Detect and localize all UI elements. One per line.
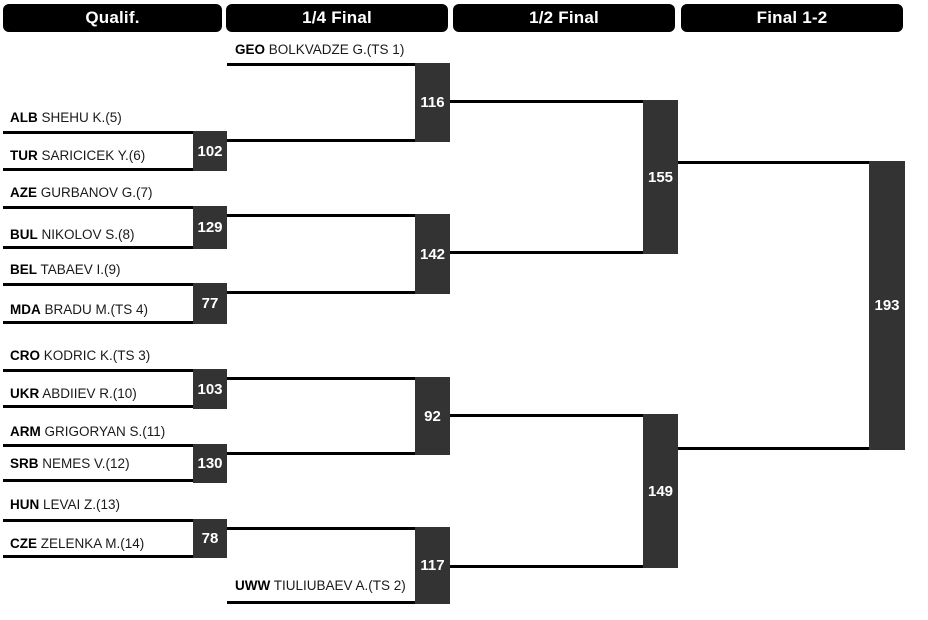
- player-country: SRB: [10, 456, 39, 471]
- match-line-top: [3, 283, 193, 286]
- match-line-bottom: [3, 246, 193, 249]
- match-line-bottom: [678, 447, 869, 450]
- score-box[interactable]: 116: [415, 63, 450, 142]
- player-entry[interactable]: SRB NEMES V.(12): [10, 456, 130, 472]
- match-line-top: [227, 63, 415, 66]
- round-header-semi-label: 1/2 Final: [529, 8, 599, 27]
- player-entry[interactable]: BEL TABAEV I.(9): [10, 262, 121, 278]
- player-entry[interactable]: AZE GURBANOV G.(7): [10, 185, 153, 201]
- round-header-semi[interactable]: 1/2 Final: [453, 4, 675, 32]
- player-entry[interactable]: ARM GRIGORYAN S.(11): [10, 424, 165, 440]
- player-name: TABAEV I.(9): [40, 262, 121, 277]
- match-line-bottom: [3, 168, 193, 171]
- match-line-bottom: [227, 601, 415, 604]
- player-name: KODRIC K.(TS 3): [43, 348, 151, 363]
- score-box[interactable]: 92: [415, 377, 450, 455]
- match-line-top: [3, 519, 193, 522]
- player-name: GRIGORYAN S.(11): [44, 424, 166, 439]
- match-line-top: [3, 444, 193, 447]
- match-line-top: [227, 377, 415, 380]
- match-line-top: [450, 414, 643, 417]
- player-entry[interactable]: ALB SHEHU K.(5): [10, 110, 122, 126]
- score-box[interactable]: 142: [415, 214, 450, 294]
- round-header-qualif[interactable]: Qualif.: [3, 4, 222, 32]
- match-line-bottom: [227, 452, 415, 455]
- match-line-bottom: [3, 555, 193, 558]
- score-box[interactable]: 155: [643, 100, 678, 254]
- round-header-qualif-label: Qualif.: [85, 8, 140, 27]
- match-line-top: [227, 214, 415, 217]
- player-country: BEL: [10, 262, 37, 277]
- match-line-bottom: [450, 251, 643, 254]
- player-country: AZE: [10, 185, 37, 200]
- player-name: SARICICEK Y.(6): [41, 148, 146, 163]
- player-country: UKR: [10, 386, 40, 401]
- player-entry[interactable]: UWW TIULIUBAEV A.(TS 2): [235, 578, 406, 594]
- player-country: CZE: [10, 536, 37, 551]
- match-line-top: [3, 369, 193, 372]
- player-name: SHEHU K.(5): [41, 110, 122, 125]
- player-country: GEO: [235, 42, 266, 57]
- player-entry[interactable]: TUR SARICICEK Y.(6): [10, 148, 145, 164]
- match-line-bottom: [3, 405, 193, 408]
- score-box[interactable]: 129: [193, 206, 227, 249]
- player-name: TIULIUBAEV A.(TS 2): [273, 578, 406, 593]
- score-box[interactable]: 77: [193, 283, 227, 324]
- player-entry[interactable]: GEO BOLKVADZE G.(TS 1): [235, 42, 404, 58]
- player-entry[interactable]: CRO KODRIC K.(TS 3): [10, 348, 150, 364]
- score-box[interactable]: 103: [193, 369, 227, 409]
- player-name: ZELENKA M.(14): [40, 536, 145, 551]
- player-country: MDA: [10, 302, 41, 317]
- player-country: CRO: [10, 348, 40, 363]
- player-name: BOLKVADZE G.(TS 1): [268, 42, 405, 57]
- player-entry[interactable]: BUL NIKOLOV S.(8): [10, 227, 135, 243]
- match-line-bottom: [227, 291, 415, 294]
- player-country: BUL: [10, 227, 38, 242]
- player-name: ABDIIEV R.(10): [42, 386, 137, 401]
- player-country: HUN: [10, 497, 40, 512]
- player-name: LEVAI Z.(13): [43, 497, 121, 512]
- score-box[interactable]: 78: [193, 519, 227, 558]
- match-line-top: [3, 206, 193, 209]
- player-name: GURBANOV G.(7): [40, 185, 153, 200]
- match-line-top: [227, 527, 415, 530]
- player-country: ALB: [10, 110, 38, 125]
- player-name: NIKOLOV S.(8): [41, 227, 135, 242]
- round-header-quarter-label: 1/4 Final: [302, 8, 372, 27]
- score-box[interactable]: 149: [643, 414, 678, 568]
- player-name: NEMES V.(12): [42, 456, 130, 471]
- match-line-top: [3, 131, 193, 134]
- player-country: TUR: [10, 148, 38, 163]
- match-line-top: [450, 100, 643, 103]
- score-box[interactable]: 193: [869, 161, 905, 450]
- match-line-bottom: [3, 479, 193, 482]
- round-header-final-label: Final 1-2: [756, 8, 828, 27]
- match-line-bottom: [450, 565, 643, 568]
- match-line-top: [678, 161, 869, 164]
- round-header-final[interactable]: Final 1-2: [681, 4, 903, 32]
- score-box[interactable]: 130: [193, 444, 227, 483]
- score-box[interactable]: 117: [415, 527, 450, 604]
- round-header-quarter[interactable]: 1/4 Final: [226, 4, 448, 32]
- player-entry[interactable]: MDA BRADU M.(TS 4): [10, 302, 148, 318]
- player-entry[interactable]: CZE ZELENKA M.(14): [10, 536, 144, 552]
- match-line-bottom: [3, 321, 193, 324]
- player-entry[interactable]: HUN LEVAI Z.(13): [10, 497, 120, 513]
- player-name: BRADU M.(TS 4): [44, 302, 149, 317]
- player-country: UWW: [235, 578, 271, 593]
- score-box[interactable]: 102: [193, 131, 227, 171]
- player-entry[interactable]: UKR ABDIIEV R.(10): [10, 386, 137, 402]
- match-line-bottom: [227, 139, 415, 142]
- player-country: ARM: [10, 424, 41, 439]
